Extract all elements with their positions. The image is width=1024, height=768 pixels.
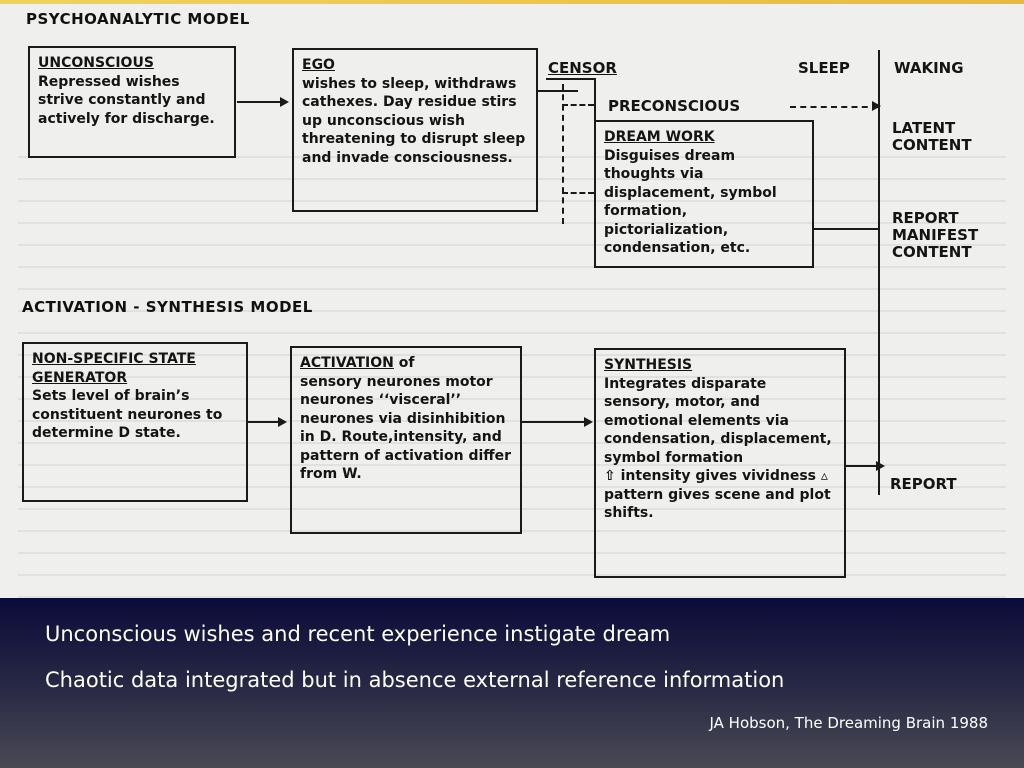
censor-dashed-vertical bbox=[562, 84, 564, 224]
preconscious-label: PRECONSCIOUS bbox=[608, 97, 741, 115]
report-manifest-label: REPORT MANIFEST CONTENT bbox=[892, 209, 979, 261]
caption-panel: Unconscious wishes and recent experience… bbox=[0, 598, 1024, 768]
generator-to-activation-line bbox=[248, 421, 278, 423]
dream-work-heading: DREAM WORK bbox=[604, 129, 715, 145]
activation-heading-suffix: of bbox=[393, 355, 415, 371]
activation-box: ACTIVATION of sensory neurones motor neu… bbox=[290, 346, 522, 534]
activation-heading-line: ACTIVATION of bbox=[300, 355, 414, 371]
ego-box: EGO wishes to sleep, withdraws cathexes.… bbox=[292, 48, 538, 212]
waking-label: WAKING bbox=[894, 59, 964, 77]
synthesis-body: Integrates disparate sensory, motor, and… bbox=[604, 375, 832, 466]
citation: JA Hobson, The Dreaming Brain 1988 bbox=[709, 714, 988, 732]
censor-label: CENSOR bbox=[548, 59, 617, 77]
arrowhead bbox=[280, 97, 289, 107]
arrowhead bbox=[876, 461, 885, 471]
synthesis-to-report-line bbox=[846, 465, 878, 467]
activation-to-synthesis-line bbox=[522, 421, 586, 423]
arrowhead bbox=[278, 417, 287, 427]
latent-content-label: LATENT CONTENT bbox=[892, 119, 972, 154]
preconscious-dashed-arrow bbox=[790, 106, 878, 108]
censor-dashed-h2 bbox=[562, 192, 594, 194]
sleep-label: SLEEP bbox=[798, 59, 850, 77]
unconscious-heading: UNCONSCIOUS bbox=[38, 55, 154, 71]
activation-body: sensory neurones motor neurones ‘‘viscer… bbox=[300, 373, 511, 483]
ego-heading: EGO bbox=[302, 57, 335, 73]
censor-line bbox=[546, 78, 596, 80]
activation-heading: ACTIVATION bbox=[300, 355, 394, 371]
arrowhead bbox=[584, 417, 593, 427]
ego-to-censor-line bbox=[538, 90, 578, 92]
synthesis-box: SYNTHESIS Integrates disparate sensory, … bbox=[594, 348, 846, 578]
synthesis-heading: SYNTHESIS bbox=[604, 357, 693, 373]
generator-body: Sets level of brain’s constituent neuron… bbox=[32, 388, 223, 441]
censor-dashed-h1 bbox=[562, 104, 594, 106]
unconscious-box: UNCONSCIOUS Repressed wishes strive cons… bbox=[28, 46, 236, 158]
ego-body: wishes to sleep, withdraws cathexes. Day… bbox=[302, 75, 526, 166]
activation-synthesis-title: ACTIVATION - SYNTHESIS MODEL bbox=[22, 298, 313, 316]
sleep-waking-divider bbox=[878, 50, 880, 495]
dream-work-body: Disguises dream thoughts via displacemen… bbox=[604, 147, 777, 257]
generator-box: NON-SPECIFIC STATE GENERATOR Sets level … bbox=[22, 342, 248, 502]
caption-line-1: Unconscious wishes and recent experience… bbox=[45, 622, 671, 646]
arrowhead bbox=[872, 101, 881, 111]
synthesis-body-2: ⇧ intensity gives vividness ▵ pattern gi… bbox=[604, 468, 831, 521]
caption-line-2: Chaotic data integrated but in absence e… bbox=[45, 668, 785, 692]
arrow-unconscious-ego bbox=[237, 101, 281, 103]
generator-heading: NON-SPECIFIC STATE GENERATOR bbox=[32, 351, 196, 386]
diagram-scan: PSYCHOANALYTIC MODEL UNCONSCIOUS Repress… bbox=[0, 0, 1024, 598]
dream-work-to-report-line bbox=[814, 228, 878, 230]
faded-background-text bbox=[18, 140, 1006, 598]
report-label: REPORT bbox=[890, 475, 957, 493]
dream-work-box: DREAM WORK Disguises dream thoughts via … bbox=[594, 120, 814, 268]
psychoanalytic-title: PSYCHOANALYTIC MODEL bbox=[26, 10, 250, 28]
unconscious-body: Repressed wishes strive constantly and a… bbox=[38, 73, 215, 127]
